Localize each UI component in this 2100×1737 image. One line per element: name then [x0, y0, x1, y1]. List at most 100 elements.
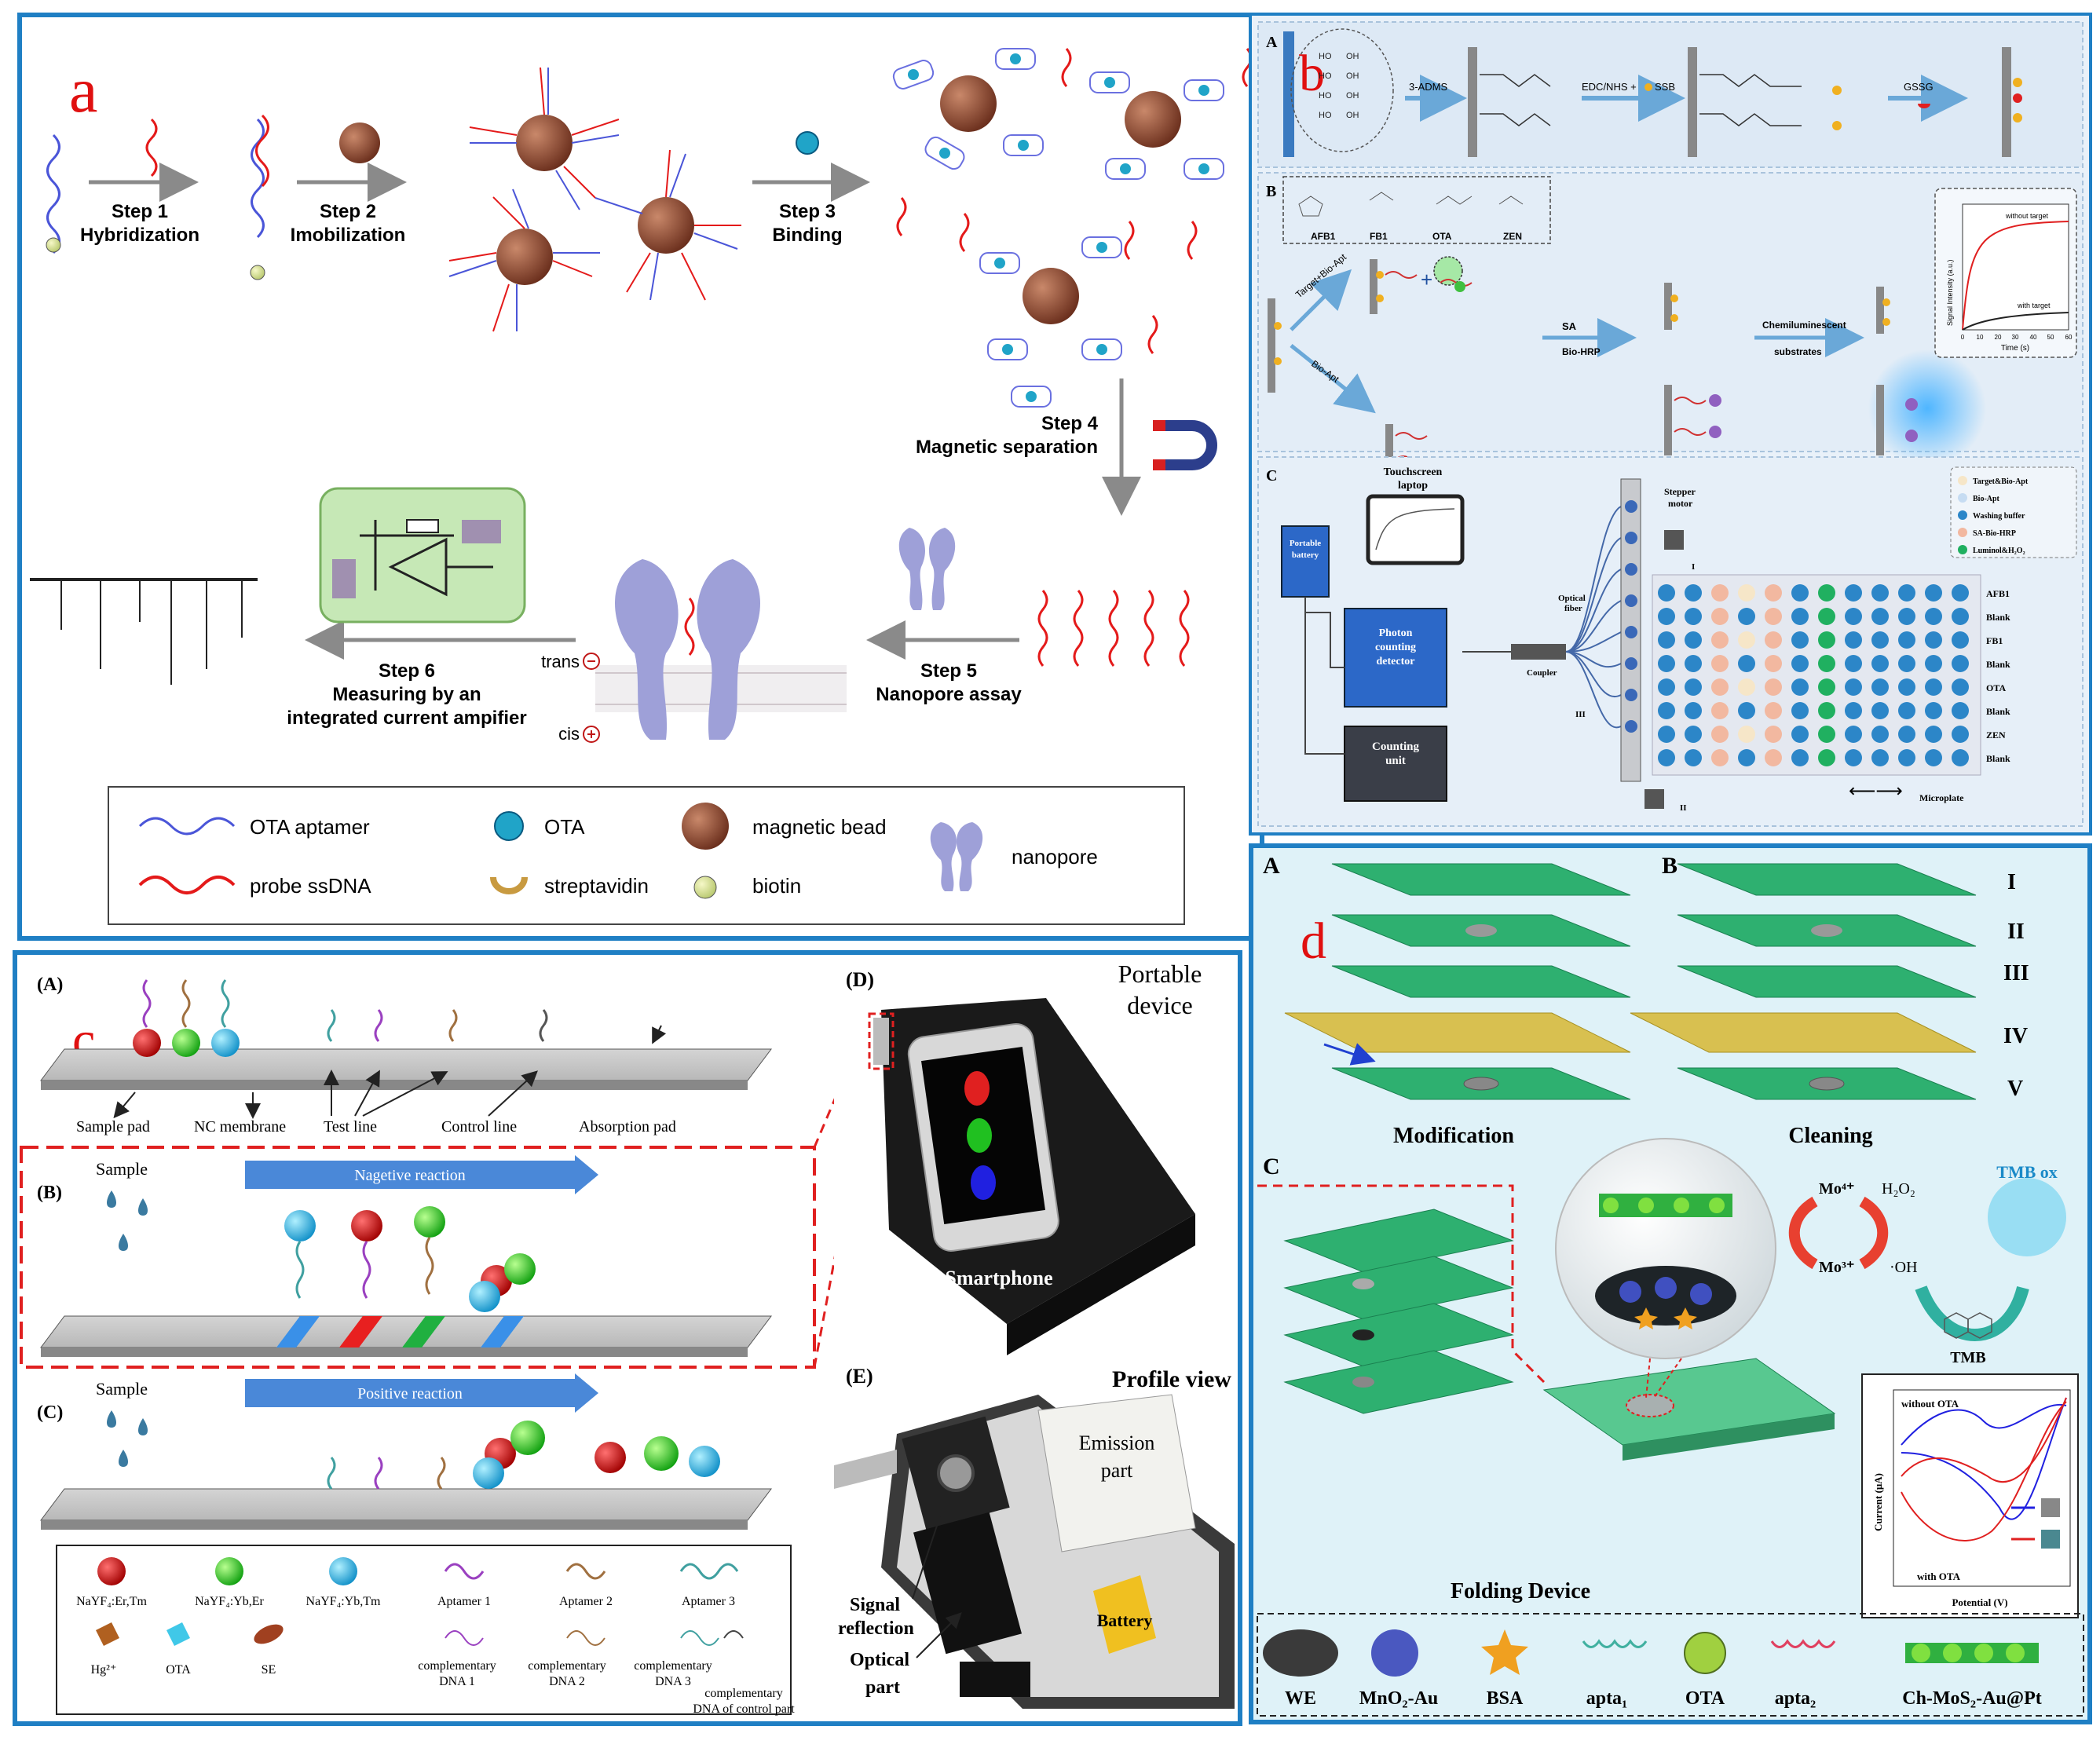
microplate-well	[1952, 584, 1969, 602]
microplate-well	[1818, 584, 1835, 602]
current-trace	[30, 578, 258, 685]
fiber-rod	[1283, 31, 1294, 157]
microplate-well	[1952, 608, 1969, 625]
chem-h2o2: H₂O₂	[1882, 1180, 1915, 1198]
row-label-3: Blank	[1986, 659, 2010, 670]
toxin-fb1: FB1	[1370, 231, 1388, 242]
legend-ota-aptamer: OTA aptamer	[250, 815, 370, 839]
panel-c-sub-a: (A)	[37, 975, 63, 995]
ota-d-icon	[1684, 1632, 1726, 1674]
microplate-well	[1952, 678, 1969, 696]
stepper-motor-icon	[1664, 530, 1684, 550]
probe-strand	[145, 118, 158, 177]
cv-with: with OTA	[1917, 1571, 1961, 1582]
signal-label: Signal	[850, 1595, 900, 1615]
microplate-well	[1818, 631, 1835, 649]
panel-a-illustration: a Step 1 Hybridization Step 2 Imobilizat…	[30, 48, 1253, 925]
legend-nanopore: nanopore	[1012, 845, 1098, 868]
graph-with-target: with target	[2017, 302, 2051, 309]
microplate-well	[1765, 655, 1782, 672]
panel-c-illustration: (A) c Sample pad NC membrane Test line C…	[20, 955, 1235, 1716]
microplate-well	[1925, 702, 1942, 719]
microplate-well	[1711, 655, 1729, 672]
cv-ylabel: Current (μA)	[1872, 1473, 1884, 1531]
microplate-well	[1845, 749, 1862, 766]
layer-v: V	[2007, 1077, 2023, 1101]
microplate-well	[1711, 749, 1729, 766]
microplate-well	[1711, 608, 1729, 625]
panel-d-letter: d	[1301, 912, 1326, 970]
ota-c-icon	[166, 1622, 190, 1646]
svg-text:HO: HO	[1319, 91, 1332, 101]
negative-reaction-label: Nagetive reaction	[354, 1167, 466, 1184]
step6-num: Step 6	[379, 660, 435, 682]
legend-c-13: complementary	[634, 1659, 712, 1673]
panel-d-sub-c: C	[1263, 1154, 1280, 1179]
microplate-well	[1898, 749, 1915, 766]
portable-label: Portable	[1118, 960, 1202, 988]
microplate-well	[1685, 678, 1702, 696]
sample-label-b: Sample	[96, 1159, 148, 1179]
microplate-well	[1658, 608, 1675, 625]
microplate-well	[1738, 631, 1755, 649]
legend-c-10: DNA 1	[439, 1675, 475, 1688]
well-legend	[1950, 466, 2077, 558]
microplate-well	[1738, 678, 1755, 696]
panel-a-letter: a	[69, 54, 97, 126]
legend-c-4: Aptamer 2	[559, 1595, 613, 1608]
well-legend-0: Target&Bio-Apt	[1973, 477, 2029, 486]
profile-view-label: Profile view	[1112, 1366, 1231, 1392]
tmb-arrow	[1915, 1285, 2029, 1341]
legend-d-we: WE	[1285, 1688, 1316, 1709]
microplate-label: Microplate	[1919, 792, 1964, 803]
panel-b-sub-a: A	[1266, 34, 1278, 51]
microplate-well	[1765, 678, 1782, 696]
well-legend-4: Luminol&H₂O₂	[1973, 547, 2025, 555]
flow-sa: SA	[1562, 320, 1577, 332]
microplate-well	[1738, 702, 1755, 719]
reagent-edc: EDC/NHS +	[1582, 81, 1637, 93]
microplate-well	[1871, 749, 1889, 766]
we-icon	[1263, 1629, 1338, 1677]
svg-text:HO: HO	[1319, 71, 1332, 81]
panel-d-sub-a: A	[1263, 853, 1280, 879]
microplate-well	[1658, 584, 1675, 602]
graph-tick-6: 60	[2065, 334, 2073, 341]
flow-bio-hrp: Bio-HRP	[1562, 346, 1601, 357]
microplate-well	[1845, 584, 1862, 602]
legend-ota: OTA	[544, 815, 585, 839]
row-label-6: ZEN	[1986, 730, 2006, 741]
row-label-2: FB1	[1986, 635, 2003, 646]
reagent-ssb: SSB	[1655, 81, 1675, 93]
microplate-well	[1791, 749, 1809, 766]
panel-d-sub-b: B	[1662, 853, 1677, 879]
svg-text:HO: HO	[1319, 111, 1332, 120]
microplate-well	[1898, 702, 1915, 719]
graph-tick-5: 50	[2047, 334, 2054, 341]
step6-name: Measuring by an	[332, 684, 481, 705]
detector-label: Photon	[1379, 627, 1413, 639]
chem-mo4: Mo⁴⁺	[1819, 1180, 1854, 1198]
graph-tick-0: 0	[1961, 334, 1965, 341]
panel-c: (A) c Sample pad NC membrane Test line C…	[13, 950, 1242, 1726]
legend-c-3: Aptamer 1	[437, 1595, 491, 1608]
microplate-well	[1952, 655, 1969, 672]
microplate-well	[1658, 655, 1675, 672]
microplate-well	[1685, 584, 1702, 602]
microplate-well	[1738, 608, 1755, 625]
well-legend-2: Washing buffer	[1973, 512, 2025, 521]
microplate-well	[1871, 608, 1889, 625]
microplate-well	[1898, 631, 1915, 649]
motor-label-2: motor	[1668, 498, 1693, 509]
chem-tmbox: TMB ox	[1996, 1162, 2058, 1182]
microplate-well	[1791, 726, 1809, 743]
redox-arrow-right	[1859, 1196, 1889, 1270]
counter-label-2: unit	[1385, 755, 1406, 767]
cis-label: cis	[558, 724, 580, 744]
panel-c-sub-e: (E)	[846, 1365, 873, 1388]
microplate-well	[1845, 702, 1862, 719]
layer-ii: II	[2007, 920, 2025, 944]
legend-c-9: complementary	[418, 1659, 496, 1673]
row-label-7: Blank	[1986, 753, 2010, 764]
microplate-well	[1952, 726, 1969, 743]
